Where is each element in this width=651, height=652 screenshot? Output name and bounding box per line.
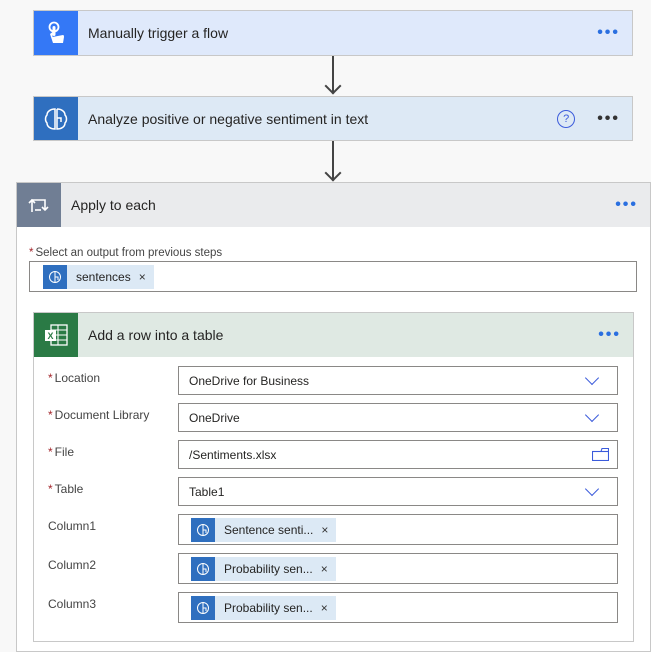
remove-token-button[interactable]: × [321, 522, 329, 537]
remove-token-button[interactable]: × [320, 600, 328, 615]
trigger-card[interactable]: Manually trigger a flow ••• [33, 10, 633, 56]
select-output-label: *Select an output from previous steps [29, 247, 223, 259]
document-library-dropdown[interactable]: OneDrive [178, 403, 618, 432]
chevron-down-icon[interactable] [584, 370, 600, 385]
apply-to-each-more-button[interactable]: ••• [615, 196, 638, 213]
column3-label: Column3 [48, 597, 97, 611]
table-dropdown[interactable]: Table1 [178, 477, 618, 506]
column1-input[interactable]: Sentence senti... × [178, 514, 618, 545]
location-dropdown[interactable]: OneDrive for Business [178, 366, 618, 395]
location-label: *Location [48, 371, 101, 385]
brain-icon [191, 517, 215, 542]
document-library-label: *Document Library [48, 408, 150, 422]
chevron-down-icon[interactable] [584, 481, 600, 496]
brain-icon [191, 556, 215, 581]
help-icon[interactable]: ? [557, 109, 576, 128]
select-output-input[interactable]: sentences × [29, 261, 637, 292]
excel-icon: X [34, 313, 78, 357]
brain-icon [43, 264, 67, 289]
column2-label: Column2 [48, 558, 97, 572]
add-row-header[interactable]: X Add a row into a table ••• [34, 313, 633, 357]
sentence-sentiment-token[interactable]: Sentence senti... × [191, 517, 337, 542]
sentiment-card[interactable]: Analyze positive or negative sentiment i… [33, 96, 633, 141]
chevron-down-icon[interactable] [584, 407, 600, 422]
add-row-more-button[interactable]: ••• [598, 326, 621, 343]
remove-token-button[interactable]: × [138, 269, 146, 284]
probability-token[interactable]: Probability sen... × [191, 556, 336, 581]
table-label: *Table [48, 482, 84, 496]
file-input[interactable]: /Sentiments.xlsx [178, 440, 618, 469]
apply-to-each-card[interactable]: Apply to each ••• *Select an output from… [16, 182, 651, 652]
brain-icon [34, 97, 78, 140]
trigger-more-button[interactable]: ••• [597, 24, 620, 41]
arrowhead-icon [324, 164, 342, 182]
column2-input[interactable]: Probability sen... × [178, 553, 618, 584]
svg-text:X: X [47, 331, 53, 341]
add-row-title: Add a row into a table [88, 327, 224, 343]
add-row-card[interactable]: X Add a row into a table ••• *Location O… [33, 312, 634, 642]
loop-icon [17, 183, 61, 227]
column1-label: Column1 [48, 519, 97, 533]
apply-to-each-header[interactable]: Apply to each ••• [17, 183, 650, 227]
folder-icon[interactable] [592, 448, 609, 461]
connector-arrow [332, 141, 334, 179]
sentences-token[interactable]: sentences × [43, 264, 154, 289]
hand-touch-icon [34, 11, 78, 55]
apply-to-each-title: Apply to each [71, 197, 156, 213]
remove-token-button[interactable]: × [320, 561, 328, 576]
sentiment-title: Analyze positive or negative sentiment i… [88, 110, 369, 127]
probability-token[interactable]: Probability sen... × [191, 595, 336, 620]
file-label: *File [48, 445, 75, 459]
sentiment-more-button[interactable]: ••• [597, 109, 620, 127]
brain-icon [191, 595, 215, 620]
column3-input[interactable]: Probability sen... × [178, 592, 618, 623]
trigger-title: Manually trigger a flow [88, 25, 229, 41]
connector-arrow [332, 56, 334, 92]
arrowhead-icon [324, 77, 342, 95]
